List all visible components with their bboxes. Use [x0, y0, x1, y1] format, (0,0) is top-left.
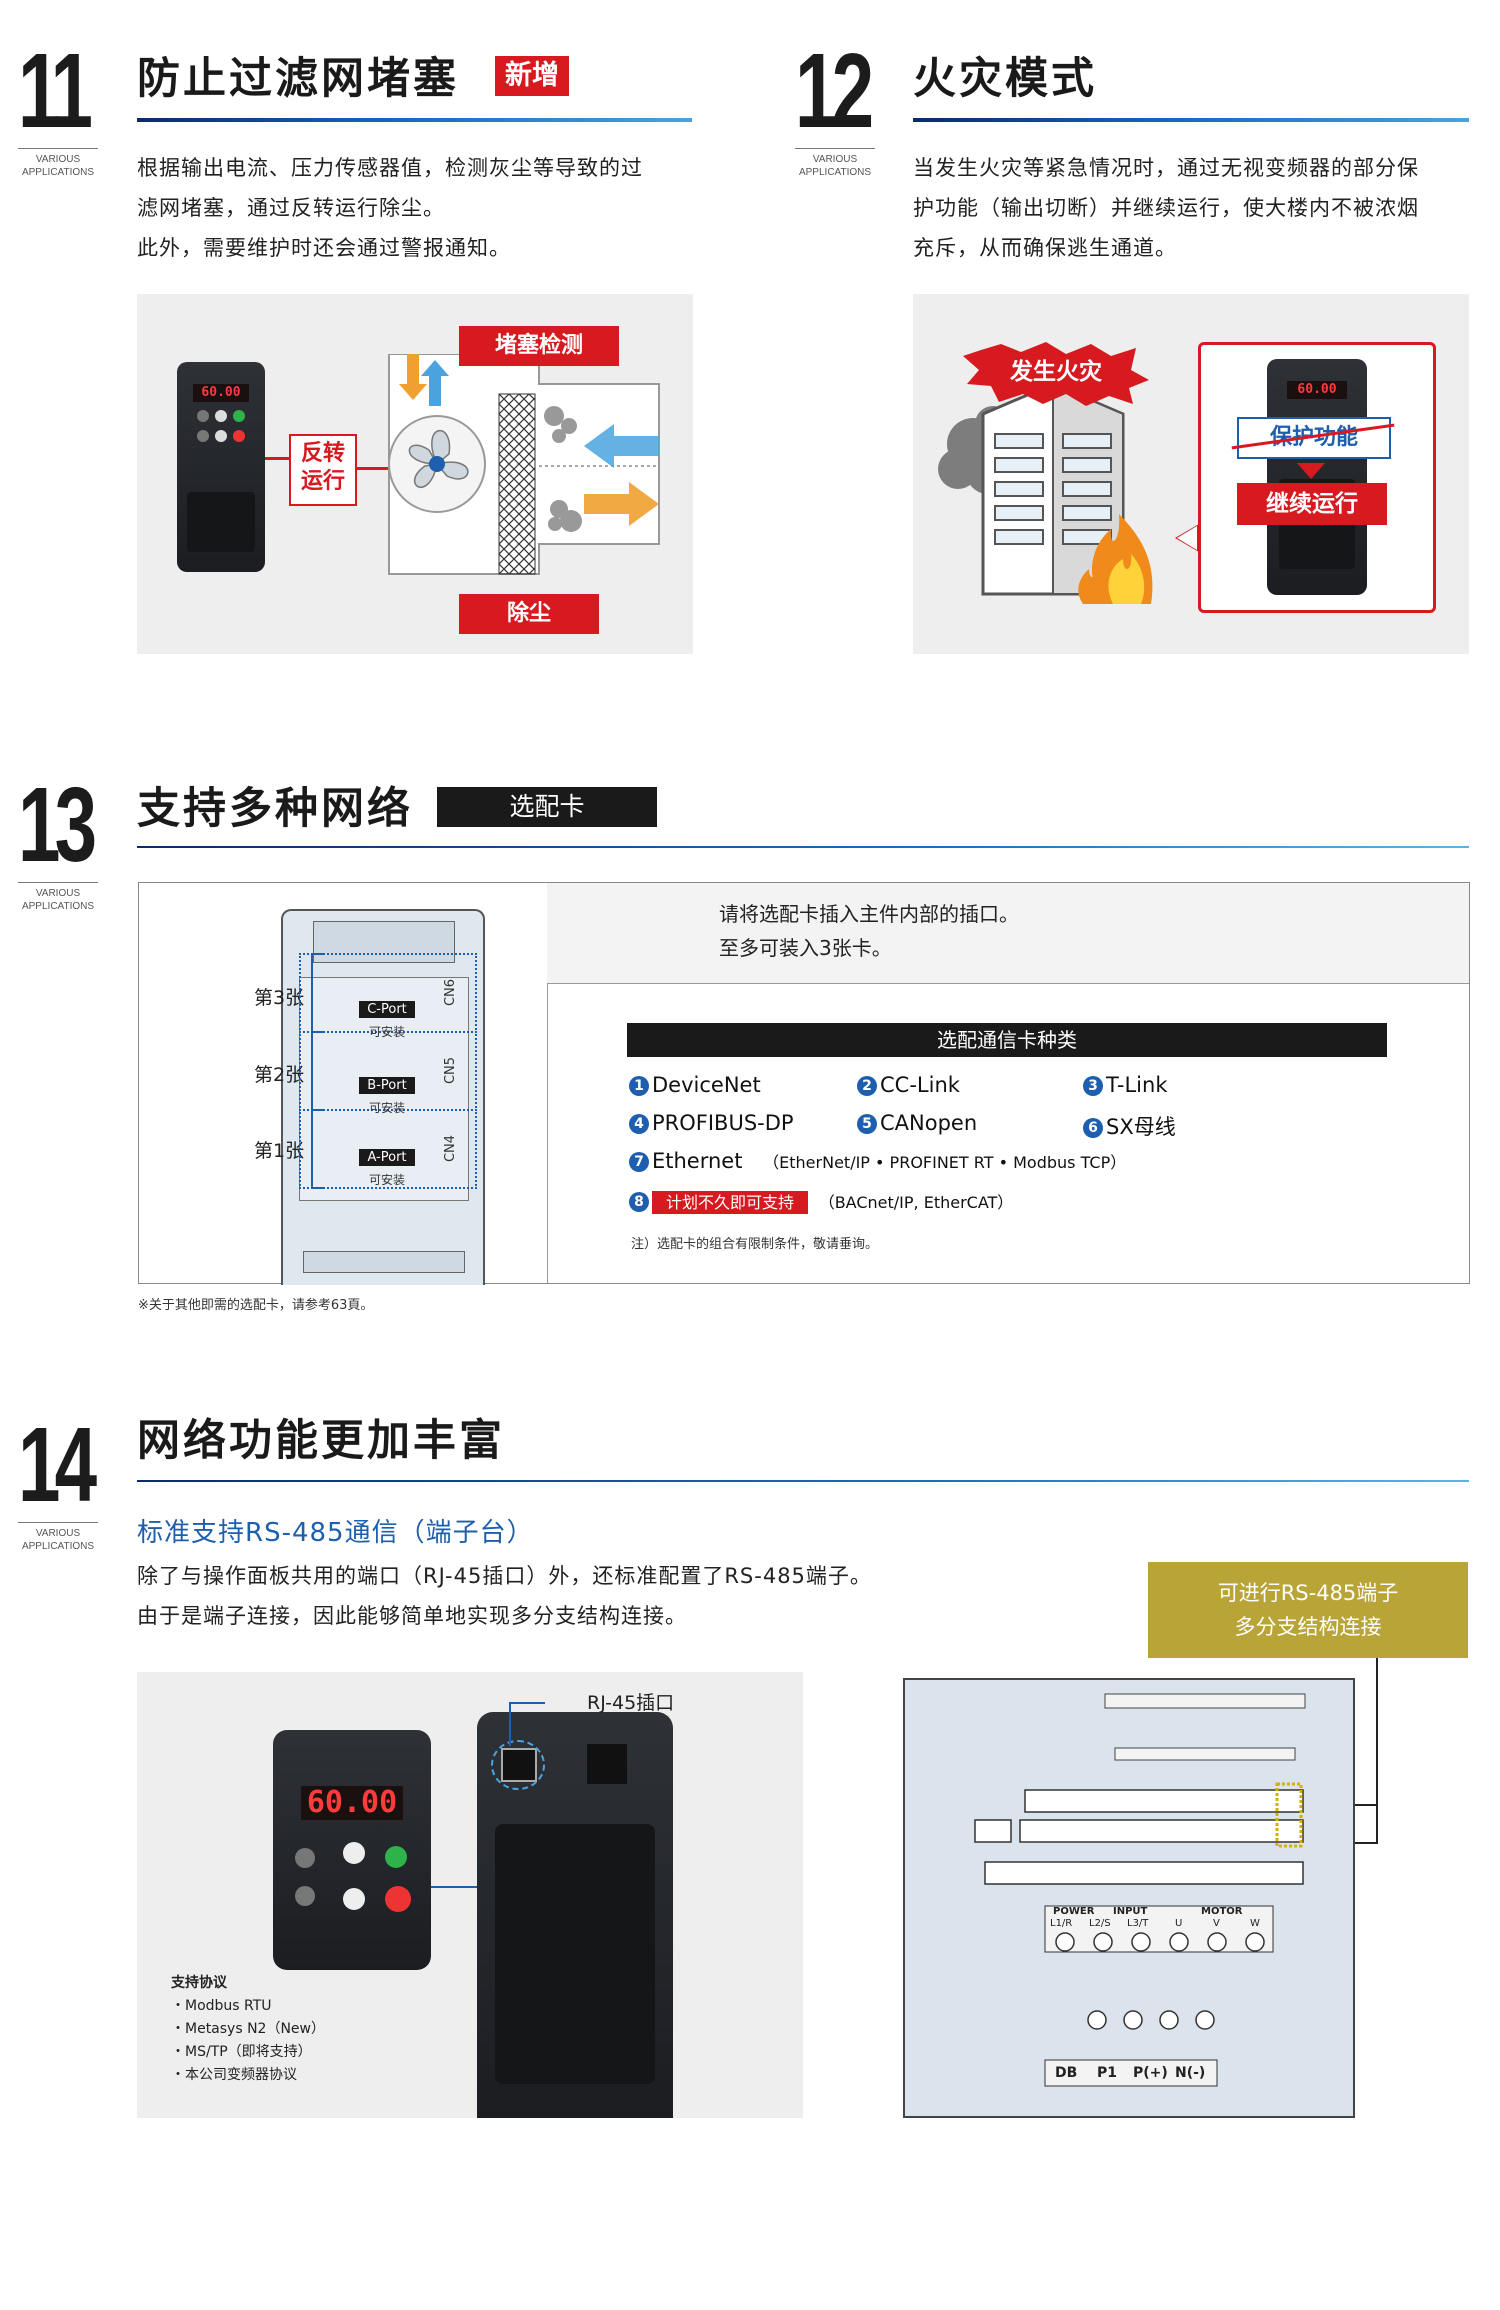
terminal-label: DB — [1055, 2065, 1078, 2081]
terminal-label: V — [1213, 1918, 1220, 1929]
slot-a — [299, 1109, 477, 1189]
section-subnumber: VARIOUS APPLICATIONS — [18, 148, 98, 179]
description-line: 此外，需要维护时还会通过警报通知。 — [137, 236, 511, 260]
rs485-callout: 可进行RS-485端子 多分支结构连接 — [1148, 1562, 1468, 1658]
rj45-label: RJ-45插口 — [587, 1692, 675, 1714]
title-rule — [913, 118, 1469, 122]
title-rule — [137, 1480, 1469, 1482]
section-subnumber: VARIOUS APPLICATIONS — [18, 882, 98, 913]
section-number: 11 — [18, 32, 93, 150]
section-title: 防止过滤网堵塞 — [137, 54, 459, 104]
terminal-label: W — [1250, 1918, 1260, 1929]
section-number: 12 — [795, 32, 874, 150]
inverter-display: 60.00 — [193, 384, 249, 402]
port-label: C-Port — [359, 1001, 415, 1018]
port-sub: 可安装 — [368, 1025, 405, 1039]
description-line: 除了与操作面板共用的端口（RJ-45插口）外，还标准配置了RS-485端子。 — [137, 1564, 872, 1588]
connector-label: CN4 — [443, 1134, 459, 1163]
footnote: ※关于其他即需的选配卡，请参考63頁。 — [138, 1298, 374, 1313]
reverse-run-label: 反转 运行 — [289, 434, 357, 506]
description: 根据输出电流、压力传感器值，检测灰尘等导致的过 滤网堵塞，通过反转运行除尘。 此… — [137, 148, 697, 268]
description: 除了与操作面板共用的端口（RJ-45插口）外，还标准配置了RS-485端子。 由… — [137, 1556, 937, 1636]
terminal-label: POWER — [1053, 1906, 1095, 1917]
new-badge: 新增 — [495, 56, 569, 96]
inverter-image — [477, 1712, 673, 2118]
section-subnumber: VARIOUS APPLICATIONS — [795, 148, 875, 179]
inverter-image: 60.00 — [177, 362, 265, 572]
section-title: 网络功能更加丰富 — [137, 1416, 505, 1466]
protocol-item: ・本公司变频器协议 — [171, 2067, 297, 2083]
description: 当发生火灾等紧急情况时，通过无视变频器的部分保 护功能（输出切断）并继续运行，使… — [913, 148, 1473, 268]
building-fire-image — [938, 382, 1153, 604]
section-subnumber: VARIOUS APPLICATIONS — [18, 1522, 98, 1553]
description-line: 护功能（输出切断）并继续运行，使大楼内不被浓烟 — [913, 196, 1419, 220]
option-card-badge: 选配卡 — [437, 787, 657, 827]
terminal-label: INPUT — [1113, 1906, 1148, 1917]
terminal-label: L3/T — [1127, 1918, 1149, 1929]
terminal-label: N(-) — [1175, 2065, 1206, 2081]
inverter-display: 60.00 — [1287, 381, 1347, 399]
protocol-item: ・MS/TP（即将支持） — [171, 2044, 312, 2060]
terminal-label: MOTOR — [1201, 1906, 1243, 1917]
terminal-label: L1/R — [1050, 1918, 1073, 1929]
slot-level: 第2张 — [254, 1064, 305, 1086]
port-label: A-Port — [359, 1149, 415, 1166]
filter-illustration: 60.00 反转 运行 — [137, 294, 693, 654]
description-line: 由于是端子连接，因此能够简单地实现多分支结构连接。 — [137, 1604, 687, 1628]
network-box: 请将选配卡插入主件内部的插口。 至多可装入3张卡。 第3张 第2张 第1张 C-… — [138, 882, 1470, 1285]
continue-run-label: 继续运行 — [1237, 483, 1387, 525]
fire-alert-label: 发生火灾 — [1010, 359, 1102, 385]
rj45-illustration: 60.00 RJ-45插口 支持协议 ・Modbus RTU ・Metasys … — [137, 1672, 803, 2118]
section-title: 火灾模式 — [913, 54, 1097, 104]
combination-note: 注）选配卡的组合有限制条件，敬请垂询。 — [631, 1237, 879, 1252]
terminal-label: P(+) — [1133, 2065, 1168, 2081]
clog-detect-label: 堵塞检测 — [459, 326, 619, 366]
connector-label: CN5 — [443, 1056, 459, 1085]
subtitle: 标准支持RS-485通信（端子台） — [137, 1518, 534, 1548]
card-list-header: 选配通信卡种类 — [627, 1023, 1387, 1057]
duct-diagram — [388, 354, 660, 575]
slot-level: 第1张 — [254, 1140, 305, 1162]
port-label: B-Port — [359, 1077, 415, 1094]
port-sub: 可安装 — [368, 1101, 405, 1115]
description-line: 充斥，从而确保逃生通道。 — [913, 236, 1177, 260]
section-title: 支持多种网络 — [137, 784, 413, 834]
protocol-item: ・Metasys N2（New） — [171, 2021, 325, 2037]
terminal-label: L2/S — [1089, 1918, 1111, 1929]
install-info: 请将选配卡插入主件内部的插口。 至多可装入3张卡。 — [719, 902, 1019, 960]
title-rule — [137, 118, 692, 122]
description-line: 根据输出电流、压力传感器值，检测灰尘等导致的过 — [137, 156, 643, 180]
terminal-board: POWER INPUT MOTOR L1/R L2/S L3/T U V W D… — [903, 1678, 1355, 2118]
terminal-label: U — [1175, 1918, 1183, 1929]
title-rule — [137, 846, 1469, 848]
connector-label: CN6 — [443, 978, 459, 1007]
keypad-display: 60.00 — [301, 1786, 403, 1820]
keypad — [197, 410, 245, 450]
slot-level: 第3张 — [254, 987, 305, 1009]
description-line: 滤网堵塞，通过反转运行除尘。 — [137, 196, 445, 220]
arrow-down-icon — [1297, 463, 1325, 479]
section-number: 13 — [18, 766, 97, 884]
description-line: 当发生火灾等紧急情况时，通过无视变频器的部分保 — [913, 156, 1419, 180]
protocol-item: ・Modbus RTU — [171, 1998, 272, 2014]
protocol-list: 支持协议 ・Modbus RTU ・Metasys N2（New） ・MS/TP… — [171, 1972, 325, 2087]
section-number: 14 — [18, 1406, 97, 1524]
dust-removal-label: 除尘 — [459, 594, 599, 634]
protocol-title: 支持协议 — [171, 1975, 227, 1991]
keypad-image: 60.00 — [273, 1730, 431, 1970]
terminal-label: P1 — [1097, 2065, 1118, 2081]
port-sub: 可安装 — [368, 1173, 405, 1187]
